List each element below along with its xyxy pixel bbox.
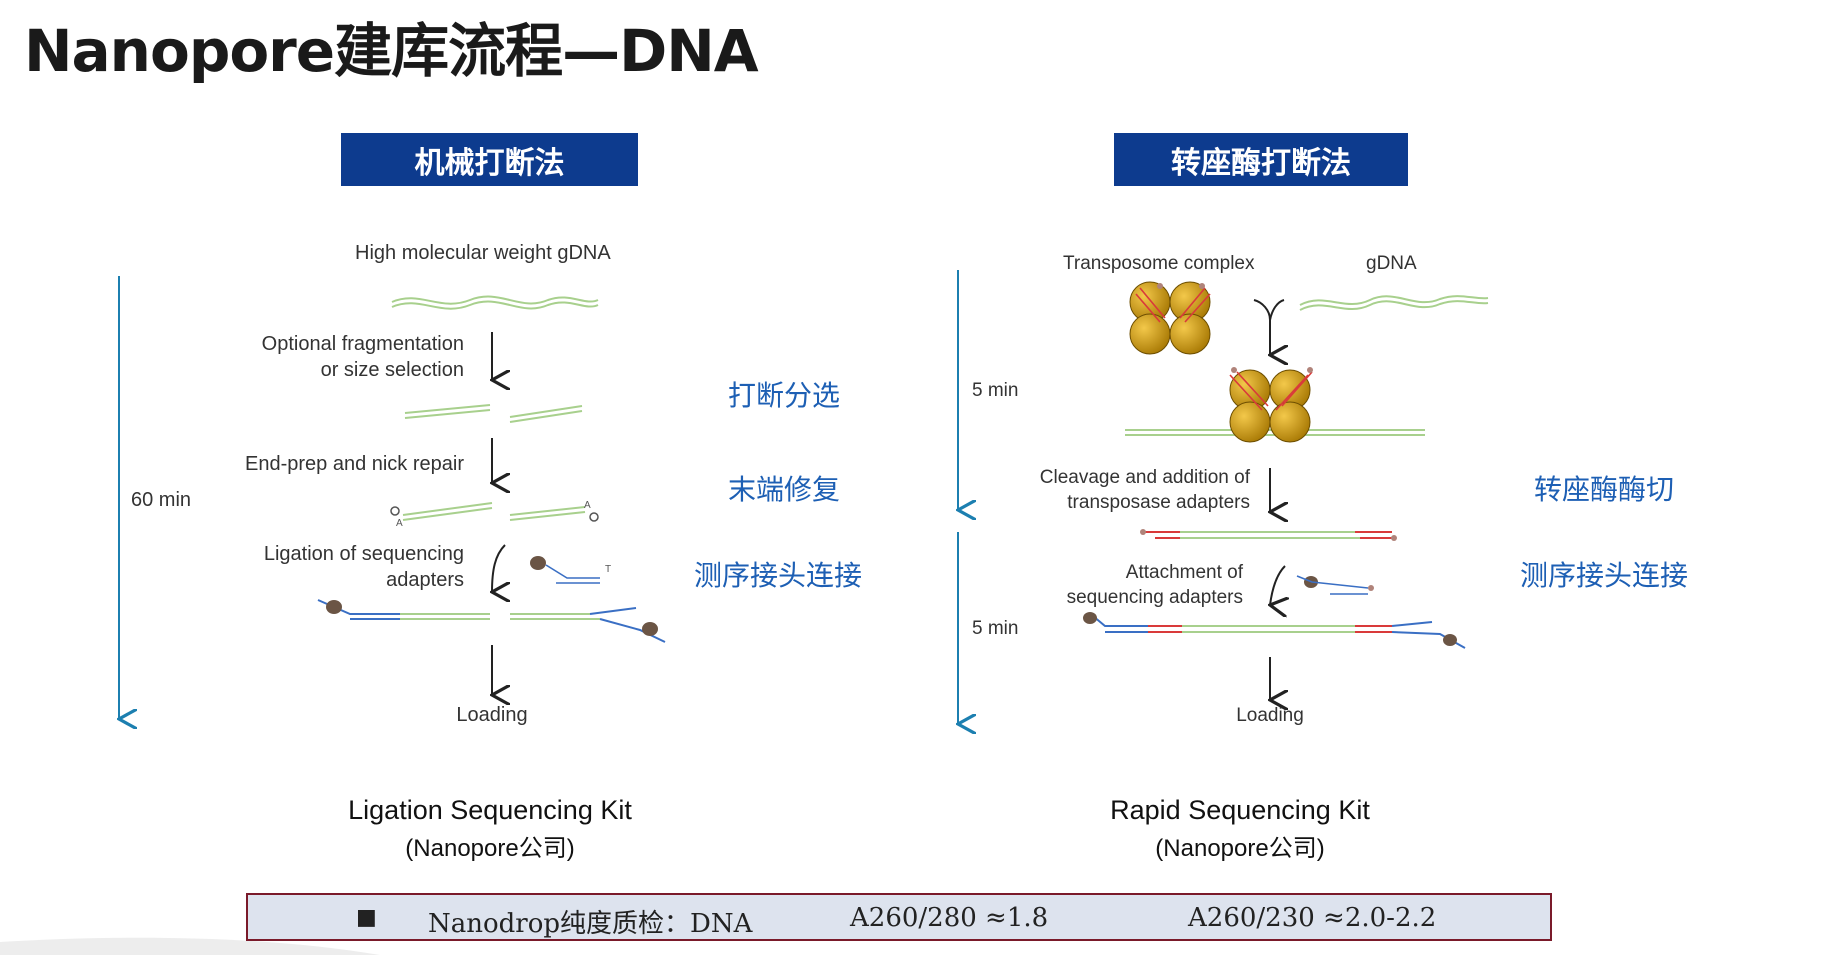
qc-ratio-260-230: A260/230 ≈2.0-2.2	[1188, 903, 1437, 933]
gdna-strand-right	[1299, 295, 1489, 311]
note-adapter-ligation-left: 测序接头连接	[694, 559, 863, 592]
sequencing-adapter-icon: T	[530, 556, 611, 584]
a-tail-label-right: A	[584, 500, 591, 511]
label-ligation-line2: adapters	[386, 569, 464, 591]
label-loading-right: Loading	[1236, 705, 1304, 726]
label-ligation: Ligation of sequencing adapters	[228, 541, 464, 593]
transposome-bound-icon	[1229, 367, 1313, 443]
note-end-repair: 末端修复	[728, 473, 841, 506]
rapid-library	[1092, 615, 1466, 649]
kit-name-left: Ligation Sequencing Kit	[348, 795, 632, 825]
page-title: Nanopore建库流程—DNA	[24, 17, 759, 85]
motor-protein-r-left	[1083, 612, 1097, 624]
kit-vendor-left: (Nanopore公司)	[405, 835, 575, 862]
gdna-strand-top	[391, 295, 599, 310]
label-loading-left: Loading	[456, 704, 528, 726]
qc-bullet-icon: ■	[356, 905, 377, 930]
rapid-adapter-icon	[1296, 575, 1374, 595]
end-mark-left	[390, 506, 400, 516]
label-optional-fragmentation: Optional fragmentation or size selection	[228, 331, 464, 383]
a-tail-label-left: A	[396, 518, 403, 529]
merge-arrow	[1253, 299, 1270, 355]
decorative-corner-shape	[0, 937, 380, 955]
label-end-prep: End-prep and nick repair	[244, 453, 464, 475]
timeline-label-right-1: 5 min	[972, 380, 1019, 401]
label-transposome-complex: Transposome complex	[1063, 253, 1255, 274]
label-ligation-line1: Ligation of sequencing	[263, 543, 464, 565]
step-arrow-3	[492, 544, 505, 592]
note-transposase-cleavage: 转座酶酶切	[1534, 473, 1675, 506]
label-cleavage: Cleavage and addition of transposase ada…	[1000, 465, 1250, 515]
label-start-gdna: High molecular weight gDNA	[355, 242, 611, 264]
motor-protein-r-right	[1443, 634, 1457, 646]
step-arrow-r2	[1270, 565, 1285, 605]
t-overhang-label: T	[605, 564, 611, 575]
kit-vendor-right: (Nanopore公司)	[1155, 835, 1325, 862]
motor-protein-left	[326, 600, 342, 614]
end-mark-right	[589, 512, 599, 522]
kit-name-right: Rapid Sequencing Kit	[1110, 795, 1370, 825]
qc-bar: ■ Nanodrop纯度质检：DNA A260/280 ≈1.8 A260/23…	[246, 893, 1552, 941]
merge-arrow-right-branch	[1269, 299, 1285, 321]
timeline-label-right-2: 5 min	[972, 618, 1019, 639]
method-heading-mechanical: 机械打断法	[341, 133, 638, 186]
end-repaired-dna	[402, 502, 586, 521]
transposome-complex-icon	[1129, 281, 1211, 355]
note-adapter-ligation-right: 测序接头连接	[1520, 559, 1689, 592]
label-cleavage-line2: transposase adapters	[1067, 492, 1250, 513]
label-attachment-line1: Attachment of	[1125, 562, 1243, 583]
motor-protein-right	[642, 622, 658, 636]
fragment-end-left	[1140, 529, 1146, 535]
method-heading-transposase: 转座酶打断法	[1114, 133, 1408, 186]
label-cleavage-line1: Cleavage and addition of	[1039, 467, 1250, 488]
label-attachment-line2: sequencing adapters	[1066, 587, 1243, 608]
label-optional-fragmentation-line2: or size selection	[320, 359, 464, 381]
tagmented-fragment	[1143, 531, 1394, 539]
timeline-label-left: 60 min	[131, 489, 192, 511]
ligated-library	[317, 599, 666, 643]
label-optional-fragmentation-line1: Optional fragmentation	[261, 333, 464, 355]
note-fragment-select: 打断分选	[728, 379, 841, 412]
label-gdna-right: gDNA	[1366, 253, 1417, 274]
qc-label: Nanodrop纯度质检：DNA	[428, 909, 753, 939]
qc-ratio-260-280: A260/280 ≈1.8	[850, 903, 1049, 933]
label-attachment: Attachment of sequencing adapters	[1010, 560, 1243, 610]
fragmented-dna	[404, 404, 583, 423]
fragment-end-right	[1391, 535, 1397, 541]
